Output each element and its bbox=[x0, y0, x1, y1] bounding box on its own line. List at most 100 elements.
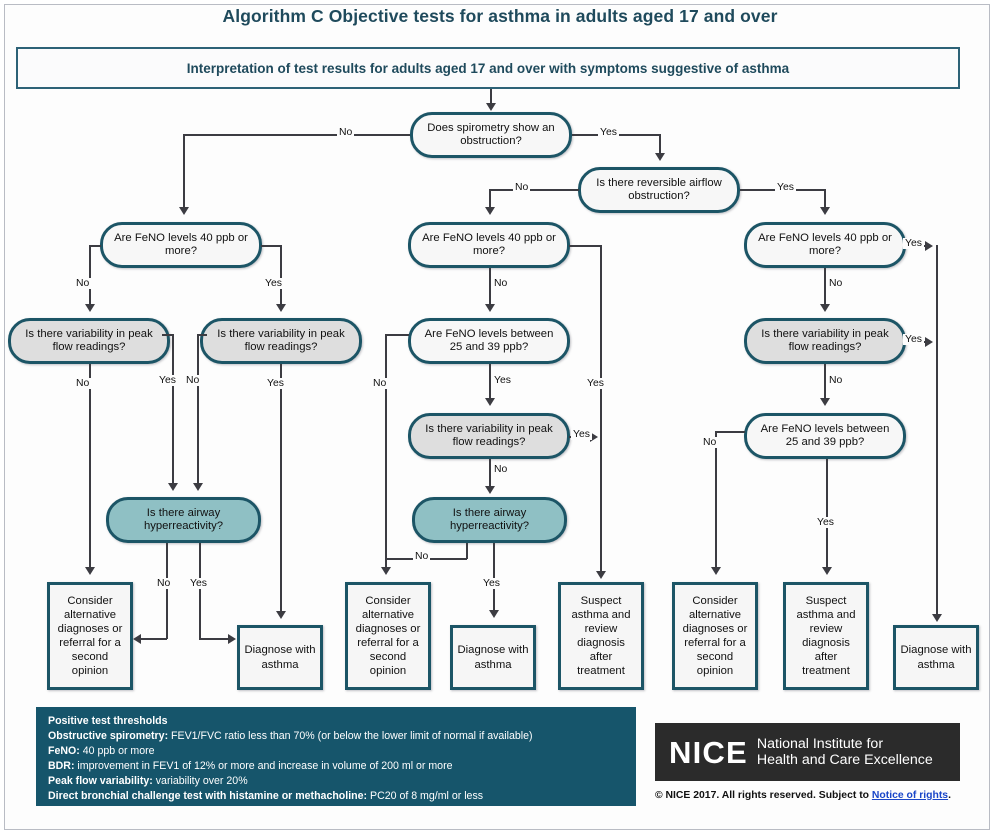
nice-strapline: National Institute for Health and Care E… bbox=[757, 736, 933, 769]
edge-l-pefyes-no-v bbox=[197, 334, 199, 484]
edge-l-air-yes-v bbox=[199, 543, 201, 639]
node-feno-25-39-mid[interactable]: Are FeNO levels between 25 and 39 ppb? bbox=[408, 318, 570, 364]
edge-label-r-yes: Yes bbox=[903, 238, 924, 249]
threshold-row: FeNO: 40 ppb or more bbox=[48, 744, 626, 759]
outcome-diagnose-asthma-left[interactable]: Diagnose with asthma bbox=[237, 625, 323, 690]
arrow-right-icon bbox=[228, 634, 236, 644]
thresholds-heading: Positive test thresholds bbox=[48, 715, 168, 727]
nice-logo: NICE National Institute for Health and C… bbox=[655, 723, 960, 781]
edge-label-rev-no: No bbox=[513, 182, 531, 193]
edge-l-no-v bbox=[89, 245, 91, 305]
edge-r-no-v bbox=[824, 268, 826, 305]
edge-m-25no-h bbox=[385, 334, 409, 336]
outcome-consider-alternative-mid[interactable]: Consider alternative diagnoses or referr… bbox=[345, 582, 431, 690]
node-feno-40-mid[interactable]: Are FeNO levels 40 ppb or more? bbox=[408, 222, 570, 268]
arrow-down-icon bbox=[820, 398, 830, 406]
arrow-down-icon bbox=[932, 614, 942, 622]
arrow-down-icon bbox=[485, 398, 495, 406]
edge-label-l-pefyes-no: No bbox=[184, 375, 202, 386]
threshold-term: Direct bronchial challenge test with his… bbox=[48, 790, 368, 803]
node-airway-hyperreactivity-mid[interactable]: Is there airway hyperreactivity? bbox=[412, 497, 567, 543]
node-peak-flow-variability-mid[interactable]: Is there variability in peak flow readin… bbox=[408, 413, 570, 459]
edge-m-yes-v bbox=[600, 245, 602, 572]
nice-wordmark: NICE bbox=[669, 734, 748, 770]
threshold-text: improvement in FEV1 of 12% or more and i… bbox=[74, 760, 453, 773]
node-airway-hyperreactivity-left[interactable]: Is there airway hyperreactivity? bbox=[106, 497, 261, 543]
edge-rev-no-h bbox=[489, 189, 579, 191]
edge-label-m-air-no: No bbox=[413, 551, 431, 562]
arrow-down-icon bbox=[276, 611, 286, 619]
node-feno-40-left[interactable]: Are FeNO levels 40 ppb or more? bbox=[100, 222, 262, 268]
threshold-row: Direct bronchial challenge test with his… bbox=[48, 789, 626, 804]
threshold-term: Peak flow variability: bbox=[48, 775, 153, 788]
arrow-down-icon bbox=[179, 207, 189, 215]
arrow-down-icon bbox=[711, 567, 721, 575]
node-peak-flow-variability-left-yes[interactable]: Is there variability in peak flow readin… bbox=[200, 318, 362, 364]
arrow-down-icon bbox=[85, 304, 95, 312]
edge-rev-yes-v bbox=[824, 189, 826, 208]
edge-label-m-no: No bbox=[492, 278, 510, 289]
edge-label-l-air-yes: Yes bbox=[188, 578, 209, 589]
edge-l-yes-h bbox=[261, 245, 281, 247]
arrow-down-icon bbox=[485, 486, 495, 494]
edge-spiro-no-h bbox=[183, 134, 410, 136]
arrow-down-icon bbox=[85, 567, 95, 575]
notice-of-rights-link[interactable]: Notice of rights bbox=[871, 790, 949, 801]
edge-label-spiro-no: No bbox=[337, 127, 355, 138]
arrow-down-icon bbox=[820, 304, 830, 312]
arrow-down-icon bbox=[822, 567, 832, 575]
threshold-term: FeNO: bbox=[48, 745, 80, 758]
edge-label-l-pefno-yes: Yes bbox=[157, 375, 178, 386]
node-does-spirometry-show-obstruction[interactable]: Does spirometry show an obstruction? bbox=[410, 112, 572, 158]
edge-label-l-yes: Yes bbox=[263, 278, 284, 289]
outcome-suspect-asthma-mid[interactable]: Suspect asthma and review diagnosis afte… bbox=[558, 582, 644, 690]
outcome-consider-alternative-left[interactable]: Consider alternative diagnoses or referr… bbox=[47, 582, 133, 690]
edge-r-pefno-v bbox=[824, 364, 826, 399]
copyright-prefix: © NICE 2017. All rights reserved. Subjec… bbox=[655, 790, 872, 801]
outcome-diagnose-asthma-right[interactable]: Diagnose with asthma bbox=[893, 625, 979, 690]
node-feno-25-39-right[interactable]: Are FeNO levels between 25 and 39 ppb? bbox=[744, 413, 906, 459]
edge-r-25yes-v bbox=[826, 459, 828, 568]
arrow-down-icon bbox=[596, 571, 606, 579]
positive-test-thresholds-panel: Positive test thresholds Obstructive spi… bbox=[36, 707, 636, 806]
arrow-down-icon bbox=[486, 103, 496, 111]
edge-m-pefno-v bbox=[489, 459, 491, 487]
outcome-diagnose-asthma-mid[interactable]: Diagnose with asthma bbox=[450, 625, 536, 690]
edge-label-l-pefno-no: No bbox=[74, 378, 92, 389]
arrow-left-icon bbox=[133, 634, 141, 644]
page-title: Algorithm C Objective tests for asthma i… bbox=[222, 6, 778, 26]
arrow-down-icon bbox=[820, 207, 830, 215]
edge-label-m-pefno: No bbox=[492, 464, 510, 475]
edge-m-air-yes-v bbox=[493, 543, 495, 611]
edge-label-r-25yes: Yes bbox=[815, 517, 836, 528]
edge-m-25no-v bbox=[385, 334, 387, 568]
threshold-text: 40 ppb or more bbox=[79, 745, 155, 758]
outcome-consider-alternative-right[interactable]: Consider alternative diagnoses or referr… bbox=[672, 582, 758, 690]
node-feno-40-right[interactable]: Are FeNO levels 40 ppb or more? bbox=[744, 222, 906, 268]
edge-m-no-v bbox=[489, 268, 491, 305]
edge-label-m-pefyes: Yes bbox=[571, 429, 592, 440]
edge-label-m-air-yes: Yes bbox=[481, 578, 502, 589]
arrow-down-icon bbox=[485, 304, 495, 312]
edge-l-air-no-h bbox=[140, 638, 167, 640]
copyright-suffix: . bbox=[948, 790, 951, 801]
threshold-text: FEV1/FVC ratio less than 70% (or below t… bbox=[168, 730, 533, 743]
edge-l-pefno-no-v bbox=[89, 364, 91, 568]
banner-interpretation: Interpretation of test results for adult… bbox=[16, 47, 960, 89]
node-peak-flow-variability-left-no[interactable]: Is there variability in peak flow readin… bbox=[8, 318, 170, 364]
outcome-suspect-asthma-right[interactable]: Suspect asthma and review diagnosis afte… bbox=[783, 582, 869, 690]
edge-label-rev-yes: Yes bbox=[775, 182, 796, 193]
edge-rev-no-v bbox=[489, 189, 491, 208]
arrow-down-icon bbox=[276, 304, 286, 312]
threshold-text: variability over 20% bbox=[152, 775, 248, 788]
edge-spiro-yes-v bbox=[659, 134, 661, 154]
node-reversible-airflow-obstruction[interactable]: Is there reversible airflow obstruction? bbox=[578, 167, 740, 213]
arrow-right-icon bbox=[590, 432, 598, 442]
edge-label-spiro-yes: Yes bbox=[598, 127, 619, 138]
node-peak-flow-variability-right[interactable]: Is there variability in peak flow readin… bbox=[744, 318, 906, 364]
arrow-down-icon bbox=[489, 610, 499, 618]
copyright-notice: © NICE 2017. All rights reserved. Subjec… bbox=[655, 790, 995, 801]
edge-r-25no-v bbox=[715, 431, 717, 568]
edge-spiro-no-v bbox=[183, 134, 185, 208]
